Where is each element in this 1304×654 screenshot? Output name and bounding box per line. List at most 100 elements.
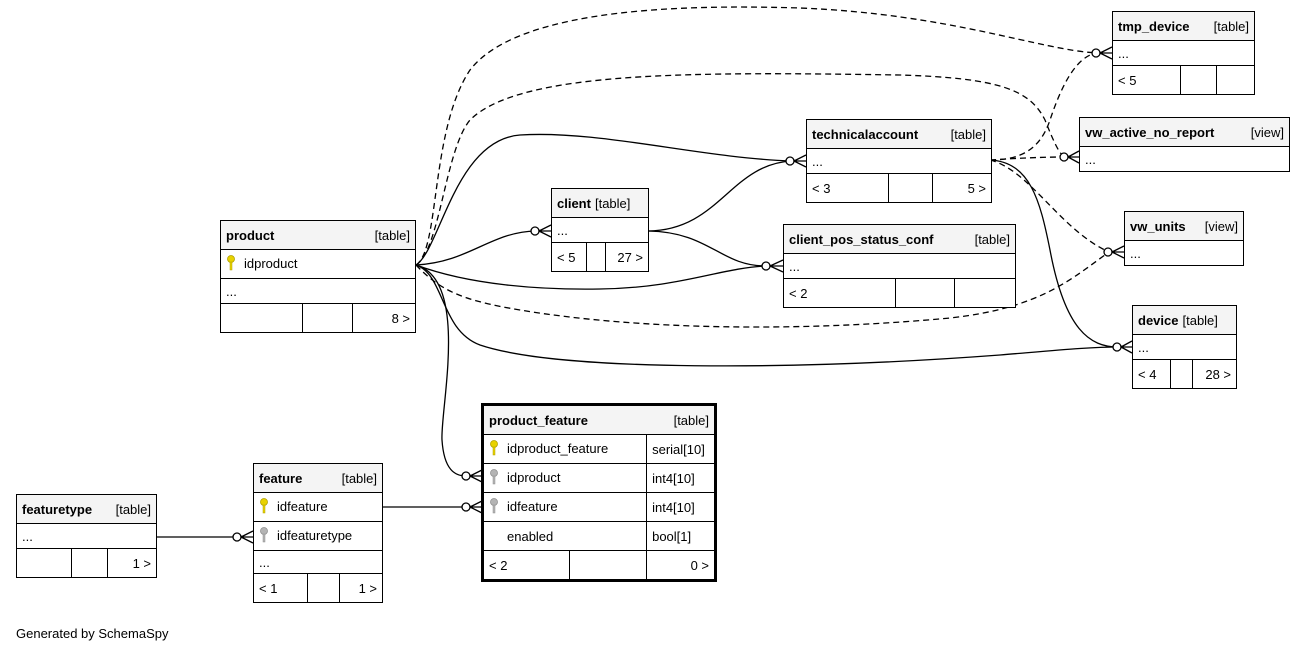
table-type: [table]	[341, 470, 378, 486]
edge-technicalaccount-tmp-device	[989, 52, 1098, 161]
table-type: [table]	[673, 412, 709, 428]
edge-product-tmp-device	[415, 6, 1098, 266]
table-name[interactable]: technicalaccount	[812, 126, 919, 142]
child-count[interactable]: 5 >	[932, 173, 992, 203]
parent-count[interactable]: < 1	[253, 573, 308, 603]
child-count[interactable]	[1215, 65, 1256, 95]
table-name[interactable]: featuretype	[22, 501, 93, 517]
table-name[interactable]: device	[1138, 312, 1179, 328]
table-type: [table]	[594, 195, 631, 211]
child-count	[954, 278, 1016, 308]
table-device[interactable]: device[table] ... < 4 28 >	[1131, 305, 1238, 389]
edge-technicalaccount-device	[989, 159, 1119, 348]
more-columns: ...	[252, 550, 384, 574]
column-count	[569, 550, 648, 581]
table-type: [table]	[974, 231, 1010, 247]
edge-product-device	[415, 264, 1119, 367]
column-name: enabled	[507, 528, 554, 544]
parent-count	[16, 548, 72, 578]
table-feature[interactable]: feature [table] idfeature idfeaturetype .…	[252, 463, 384, 603]
table-technicalaccount[interactable]: technicalaccount [table] ... < 3 5 >	[806, 119, 992, 203]
parent-count	[220, 303, 303, 333]
column-row[interactable]: idproduct int4[10]	[481, 463, 716, 493]
column-name: idfeature	[507, 498, 558, 514]
column-row[interactable]: idproduct	[219, 249, 417, 279]
child-count[interactable]: 1 >	[106, 548, 158, 578]
marker-feature	[232, 530, 254, 544]
marker-tmp-device	[1091, 46, 1113, 60]
more-columns: ...	[550, 217, 650, 243]
parent-count[interactable]: < 2	[783, 278, 896, 308]
column-count	[1170, 359, 1193, 389]
column-row[interactable]: idproduct_feature serial[10]	[481, 434, 716, 464]
table-name[interactable]: tmp_device	[1118, 18, 1190, 34]
column-count	[307, 573, 340, 603]
table-vw-active-no-report[interactable]: vw_active_no_report [view] ...	[1079, 117, 1290, 172]
column-count	[302, 303, 353, 333]
column-row[interactable]: idfeature	[252, 492, 384, 522]
parent-count[interactable]: < 2	[481, 550, 571, 581]
more-columns: ...	[783, 253, 1016, 279]
parent-count[interactable]: < 5	[551, 242, 587, 272]
parent-count[interactable]: < 5	[1112, 65, 1181, 95]
column-row[interactable]: idfeature int4[10]	[481, 492, 716, 522]
table-name[interactable]: product_feature	[489, 412, 588, 428]
table-vw-units[interactable]: vw_units [view] ...	[1124, 211, 1244, 266]
child-count[interactable]: 8 >	[351, 303, 417, 333]
marker-technicalaccount	[785, 154, 807, 168]
marker-client	[530, 224, 552, 238]
marker-vw-active-no-report	[1059, 150, 1080, 164]
more-columns: ...	[15, 523, 158, 549]
column-type: bool[1]	[646, 521, 716, 551]
column-count	[1180, 65, 1217, 95]
table-type: [table]	[950, 126, 986, 142]
table-client-pos-status-conf[interactable]: client_pos_status_conf [table] ... < 2	[783, 224, 1016, 308]
child-count[interactable]: 27 >	[604, 242, 650, 272]
edge-technicalaccount-vw-units	[989, 159, 1110, 253]
column-count	[71, 548, 108, 578]
table-type: [table]	[374, 227, 411, 243]
table-name[interactable]: vw_active_no_report	[1085, 124, 1215, 140]
table-name[interactable]: client_pos_status_conf	[789, 231, 934, 247]
generated-by-footer: Generated by SchemaSpy	[16, 626, 169, 641]
table-client[interactable]: client[table] ... < 5 27 >	[550, 188, 650, 272]
column-row[interactable]: idfeaturetype	[252, 521, 384, 551]
table-name[interactable]: client	[557, 195, 591, 211]
table-name[interactable]: vw_units	[1130, 218, 1186, 234]
primary-key-icon	[226, 254, 238, 274]
table-type: [view]	[1250, 124, 1284, 140]
foreign-key-icon	[489, 468, 501, 488]
column-count	[895, 278, 955, 308]
marker-device	[1112, 340, 1133, 354]
more-columns: ...	[1131, 334, 1238, 360]
table-product[interactable]: product[table] idproduct ... 8 >	[219, 220, 417, 333]
more-columns: ...	[1124, 240, 1244, 266]
table-name[interactable]: feature	[259, 470, 303, 486]
child-count[interactable]: 1 >	[338, 573, 384, 603]
column-name: idproduct	[507, 469, 561, 485]
column-type: serial[10]	[646, 434, 716, 464]
marker-vw-units	[1103, 245, 1125, 259]
parent-count[interactable]: < 3	[806, 173, 889, 203]
table-type: [view]	[1204, 218, 1238, 234]
table-type: [table]	[1182, 312, 1218, 328]
column-name: idfeaturetype	[277, 527, 353, 543]
more-columns: ...	[806, 148, 992, 174]
child-count[interactable]: 28 >	[1191, 359, 1238, 389]
edge-product-vw-active-no-report	[415, 73, 1066, 266]
table-name[interactable]: product	[226, 227, 275, 243]
primary-key-icon	[489, 439, 501, 459]
primary-key-icon	[259, 497, 271, 517]
parent-count[interactable]: < 4	[1132, 359, 1171, 389]
table-tmp-device[interactable]: tmp_device[table] ... < 5	[1111, 11, 1256, 95]
table-featuretype[interactable]: featuretype[table] ... 1 >	[15, 494, 158, 578]
edge-client-technicalaccount	[647, 160, 793, 232]
column-row[interactable]: enabled bool[1]	[481, 521, 716, 551]
edge-product-product-feature	[415, 264, 467, 477]
table-product-feature[interactable]: product_feature [table] idproduct_feature…	[481, 403, 717, 582]
edge-technicalaccount-vw-active-no-report	[989, 156, 1066, 161]
foreign-key-icon	[489, 497, 501, 517]
more-columns: ...	[1079, 146, 1290, 172]
column-name: idproduct_feature	[507, 440, 609, 456]
